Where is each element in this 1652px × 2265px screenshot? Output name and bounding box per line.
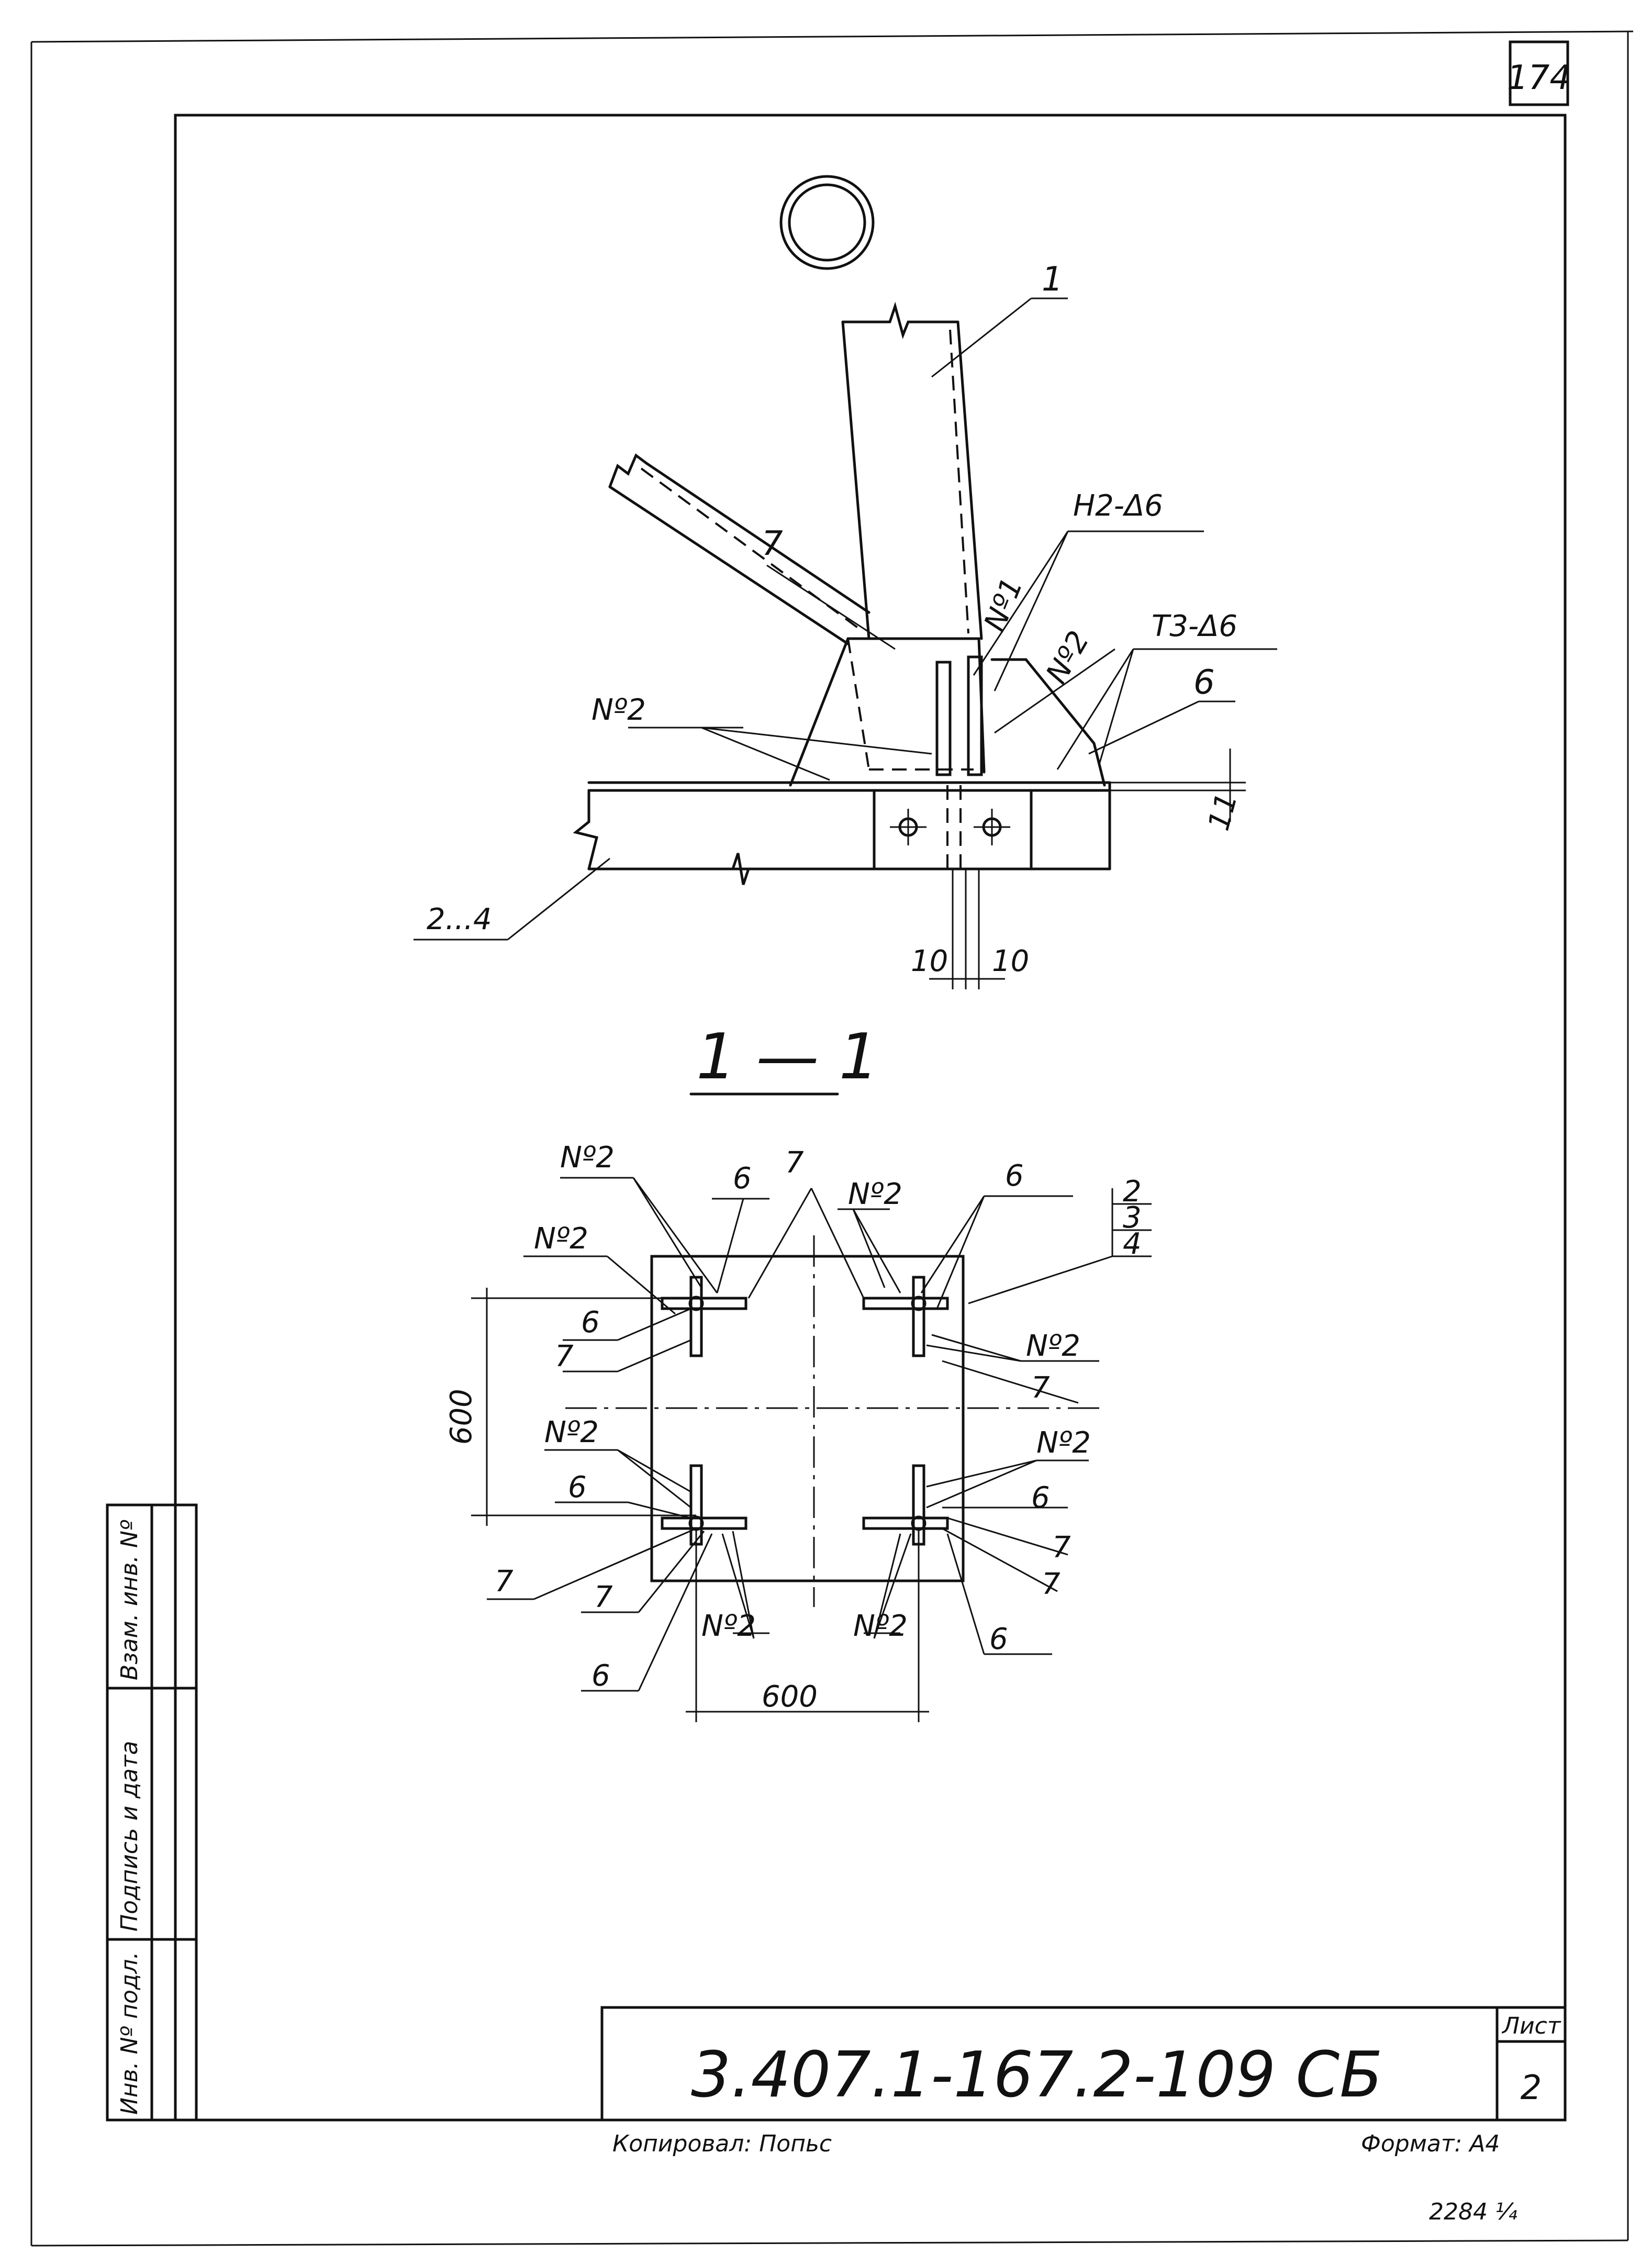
corner-bottom-right	[862, 1464, 949, 1546]
label-weld-n2-left: Nº2	[591, 693, 646, 727]
label-dim-right: 10	[992, 944, 1029, 978]
stamp-inv-podl: Инв. Nº подл.	[116, 1952, 143, 2115]
sec-label-7-g: 7	[1042, 1567, 1061, 1601]
stamp-podpis-data: Подпись и дата	[116, 1741, 143, 1932]
sec-label-n2-h: Nº2	[853, 1609, 908, 1643]
title-block	[600, 2006, 1567, 2122]
parts-stack-2: 2	[1123, 1175, 1142, 1209]
sec-label-7-c: 7	[555, 1340, 574, 1374]
detail-marker-inner	[788, 183, 866, 262]
sec-label-n2-f: Nº2	[1036, 1426, 1091, 1460]
bottom-note: 2284 ¼	[1429, 2199, 1517, 2225]
label-dim-left: 10	[911, 944, 948, 978]
label-weld-t3: Т3-Δ6	[1152, 609, 1237, 643]
sec-label-n2-g: Nº2	[701, 1609, 756, 1643]
sec-label-6-c: 6	[581, 1306, 600, 1340]
corner-top-left	[661, 1276, 747, 1357]
sheet-label: Лист	[1501, 2013, 1561, 2039]
detail-marker-outer	[779, 175, 875, 270]
copied-by: Копировал: Попьс	[612, 2130, 832, 2157]
sec-dim-vertical: 600	[444, 1389, 478, 1445]
sec-label-n2-d: Nº2	[1026, 1329, 1080, 1363]
sec-label-6-i: 6	[591, 1659, 610, 1693]
sec-label-6-h: 6	[989, 1622, 1008, 1656]
section-view	[471, 1177, 1152, 1722]
label-part-2-4: 2...4	[427, 902, 492, 936]
sec-label-7-a: 7	[785, 1146, 804, 1180]
sec-dim-horizontal: 600	[762, 1680, 818, 1714]
stamp-vzam-inv: Взам. инв. Nº	[116, 1520, 143, 1680]
format-label: Формат: А4	[1361, 2130, 1500, 2157]
label-part-7: 7	[762, 525, 783, 563]
sheet-number: 2	[1521, 2069, 1542, 2107]
document-code: 3.407.1-167.2-109 СБ	[691, 2039, 1382, 2112]
section-title: 1 — 1	[696, 1021, 879, 1094]
label-weld-n2-top: Nº2	[1040, 626, 1096, 689]
parts-stack-4: 4	[1123, 1227, 1142, 1261]
page-number: 174	[1507, 59, 1571, 97]
label-weld-h2: Н2-Δ6	[1073, 489, 1163, 523]
label-weld-n1: Nº1	[978, 573, 1030, 637]
side-stamp: Инв. Nº подл. Подпись и дата Взам. инв. …	[106, 1503, 198, 2122]
sheet-frame	[30, 30, 1634, 2247]
corner-top-right	[862, 1276, 949, 1357]
sec-label-6-a: 6	[733, 1162, 752, 1196]
sec-label-n2-c: Nº2	[534, 1222, 588, 1256]
sec-label-n2-e: Nº2	[544, 1415, 599, 1449]
sec-label-7-d: 7	[1031, 1371, 1050, 1405]
label-gap: 11	[1202, 789, 1244, 834]
sec-label-n2-a: Nº2	[560, 1141, 615, 1175]
label-part-6: 6	[1193, 663, 1215, 702]
sec-label-7-i: 7	[594, 1580, 613, 1614]
page-number-box	[1509, 40, 1569, 106]
label-part-1: 1	[1042, 260, 1063, 299]
parts-stack-3: 3	[1123, 1201, 1142, 1235]
sec-label-n2-b: Nº2	[848, 1177, 902, 1211]
sec-label-7-h: 7	[495, 1565, 514, 1599]
sec-label-6-e: 6	[568, 1470, 587, 1504]
detail-view	[414, 175, 1277, 989]
sec-label-6-b: 6	[1005, 1159, 1024, 1193]
sec-label-6-f: 6	[1031, 1481, 1050, 1515]
section-plate	[650, 1255, 965, 1582]
sec-label-7-f: 7	[1052, 1531, 1071, 1565]
